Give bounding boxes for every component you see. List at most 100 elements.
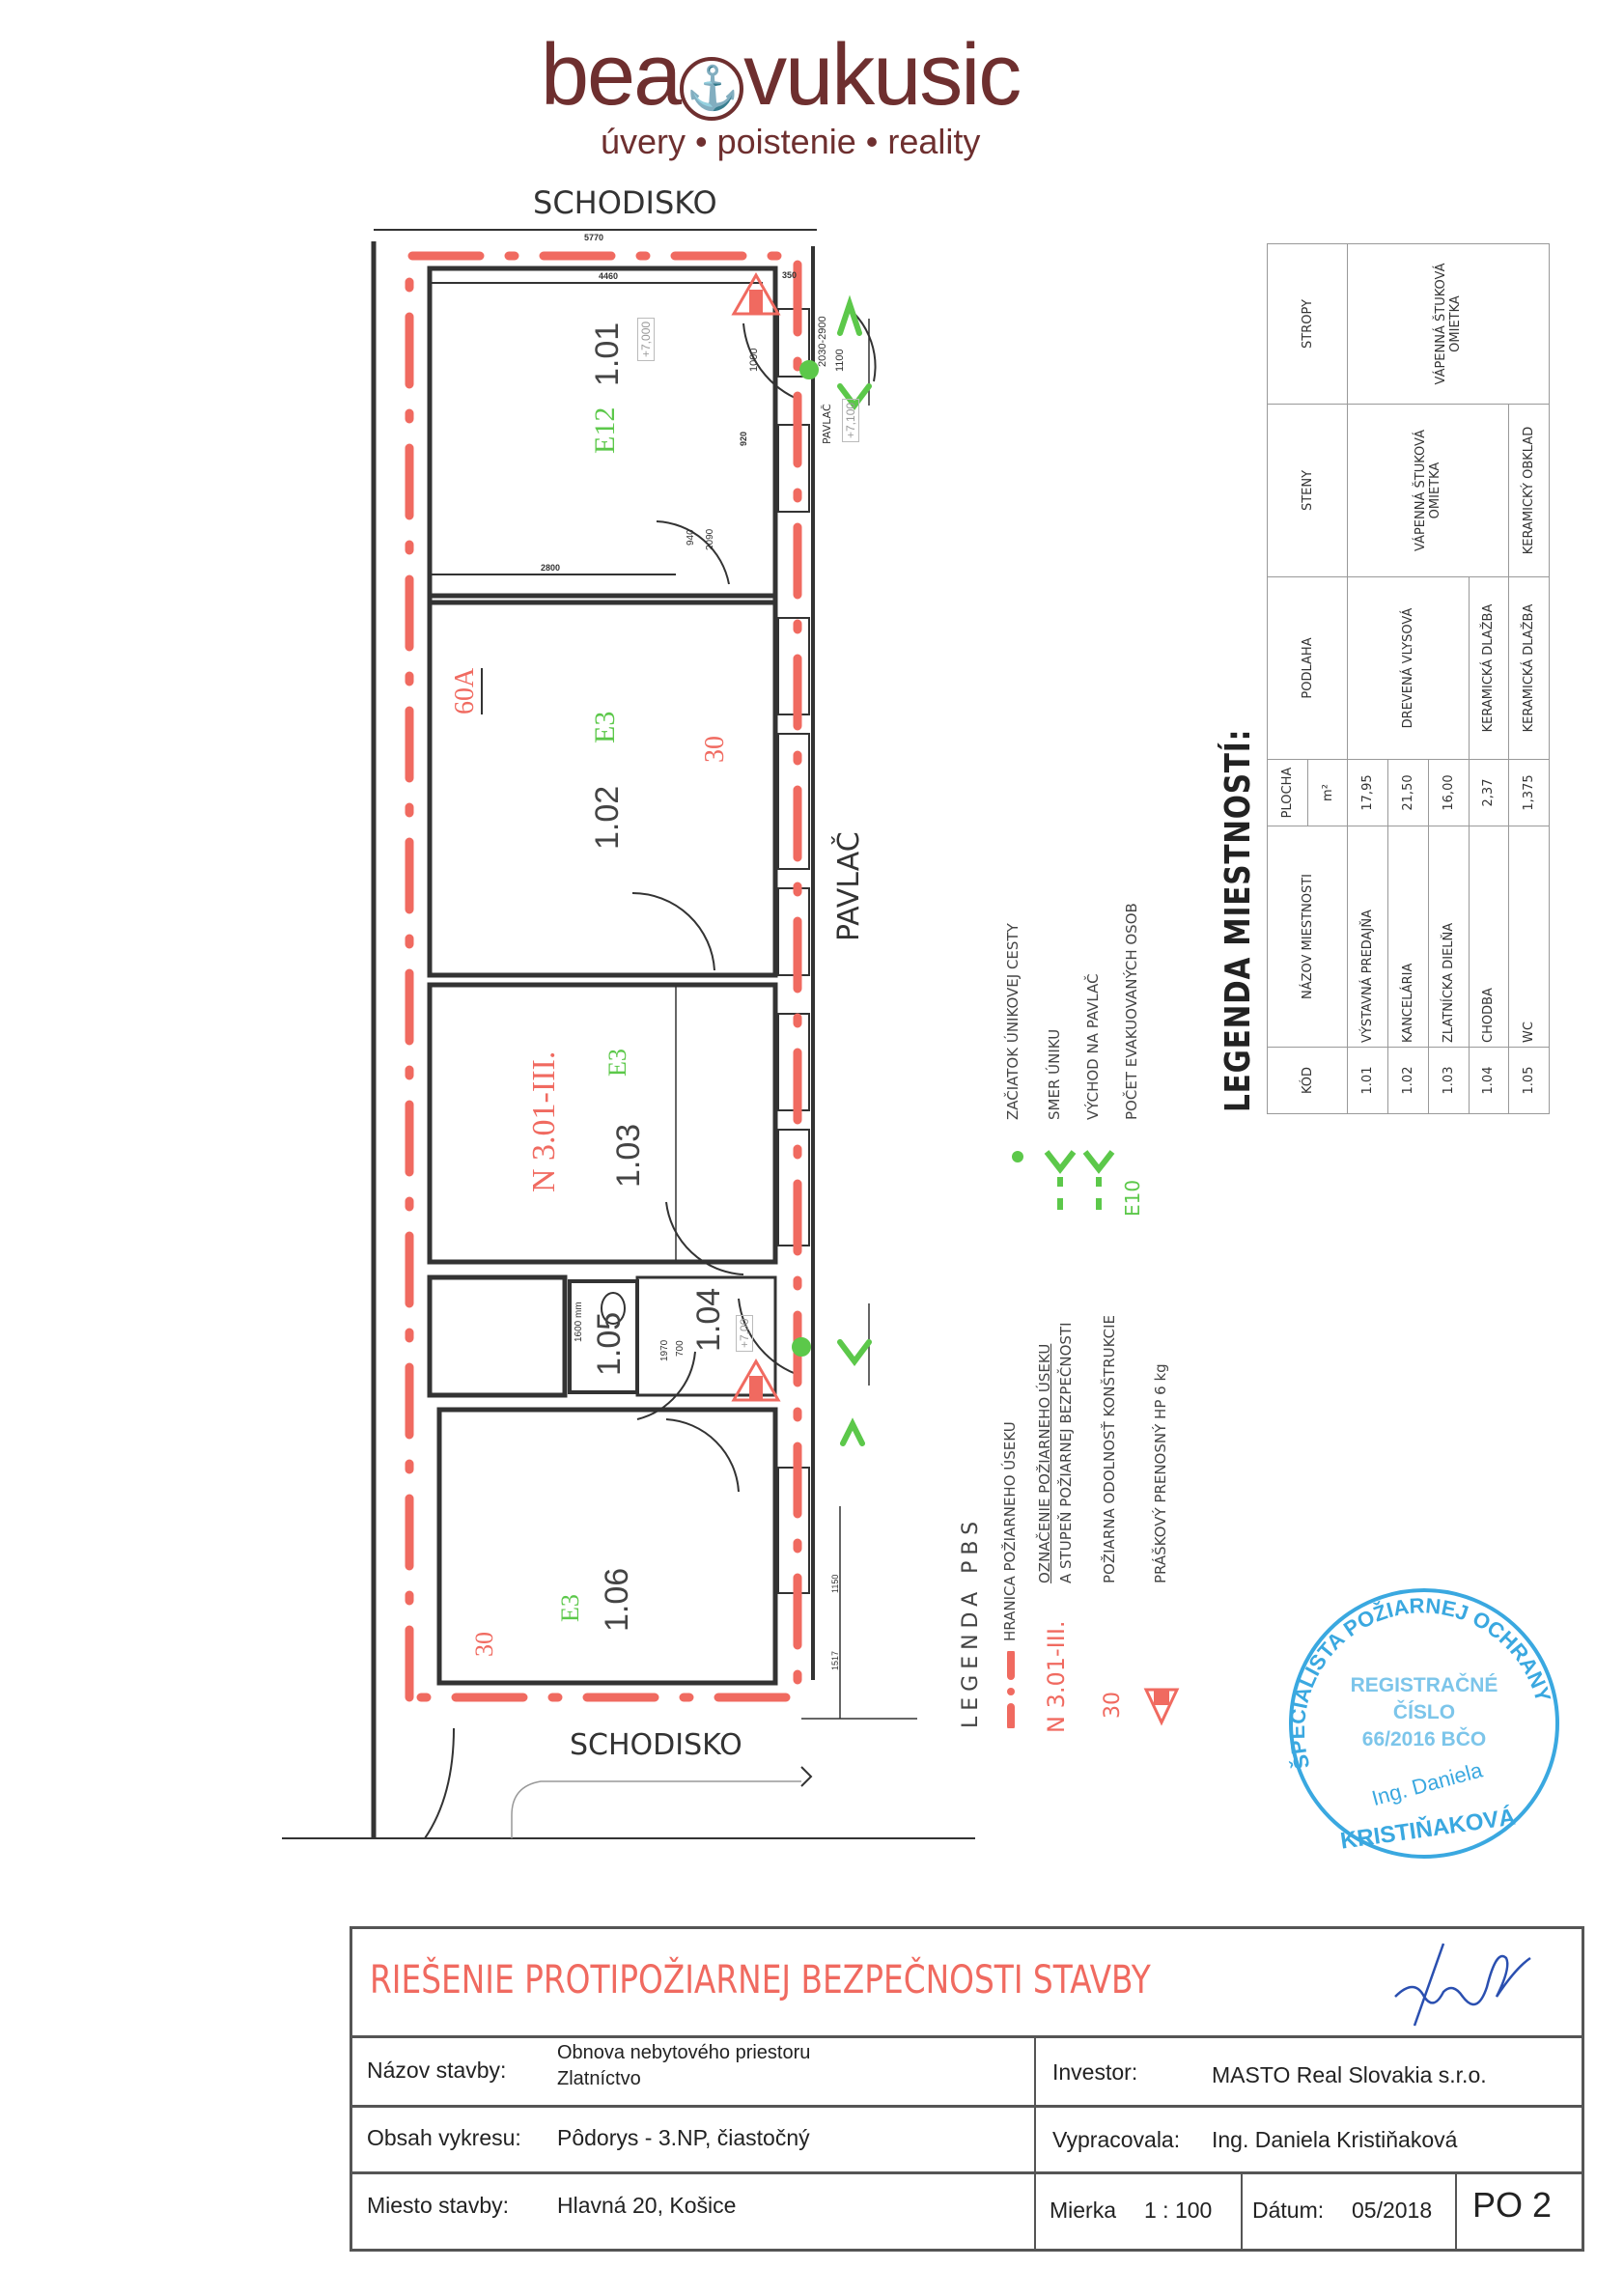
cell-floor: KERAMICKÁ DLAŽBA bbox=[1508, 576, 1550, 760]
dimension-700: 700 bbox=[675, 1340, 686, 1357]
door-arc bbox=[738, 1298, 802, 1377]
room-101-outline bbox=[427, 266, 778, 605]
building-value-line1: Obnova nebytového priestoru bbox=[557, 2042, 811, 2063]
stamp-text: ČÍSLO bbox=[1393, 1700, 1455, 1723]
cell-code: 1.01 bbox=[1347, 1047, 1388, 1114]
drawing-title: RIEŠENIE PROTIPOŽIARNEJ BEZPEČNOSTI STAV… bbox=[370, 1958, 1151, 2002]
scale-label: Mierka bbox=[1050, 2198, 1117, 2223]
cell-area: 1,375 bbox=[1508, 759, 1550, 826]
door-arc bbox=[656, 520, 730, 585]
watermark-tagline: úvery • poistenie • reality bbox=[601, 122, 981, 161]
room-106-outline bbox=[436, 1407, 778, 1686]
cell-area: 17,95 bbox=[1347, 759, 1388, 826]
signature bbox=[1394, 1943, 1531, 2027]
stamp-text: Ing. Daniela bbox=[1369, 1757, 1486, 1810]
title-block: RIEŠENIE PROTIPOŽIARNEJ BEZPEČNOSTI STAV… bbox=[350, 1926, 1584, 2252]
dimension-350: 350 bbox=[782, 270, 798, 280]
stamp-seal: ŠPECIALISTA POŽIARNEJ OCHRANY REGISTRAČN… bbox=[1285, 1588, 1559, 1859]
cell-area: 16,00 bbox=[1428, 759, 1470, 826]
door-arc bbox=[636, 1351, 696, 1420]
dimension-2800: 2800 bbox=[541, 563, 561, 573]
fire-resistance-label: 30 bbox=[470, 1632, 498, 1657]
header-name: NÁZOV MIESTNOSTI bbox=[1267, 826, 1348, 1048]
room-102-outline bbox=[427, 593, 778, 978]
fire-specialist-stamp: ŠPECIALISTA POŽIARNEJ OCHRANY REGISTRAČN… bbox=[1279, 1583, 1569, 1878]
cell-name: WC bbox=[1508, 826, 1550, 1048]
cell-code: 1.02 bbox=[1387, 1047, 1429, 1114]
building-label: Názov stavby: bbox=[367, 2058, 507, 2083]
escape-start-icon bbox=[799, 360, 819, 379]
pbs-legend: LEGENDA PBS HRANICA POŽIARNEHO ÚSEKU N 3… bbox=[951, 850, 1202, 1738]
room-legend-table: KÓD NÁZOV MIESTNOSTI PLOCHA PODLAHA STEN… bbox=[1267, 243, 1550, 1114]
room-number: 1.05 bbox=[591, 1311, 628, 1376]
legend-item-text: HRANICA POŽIARNEHO ÚSEKU bbox=[1001, 1421, 1019, 1641]
dimension-1970: 1970 bbox=[659, 1339, 670, 1361]
cell-name: ZLATNÍCKA DIELŇA bbox=[1428, 826, 1470, 1048]
author-value: Ing. Daniela Kristiňaková bbox=[1212, 2127, 1458, 2152]
escape-arrow-icon bbox=[1044, 1150, 1077, 1210]
room-number: 1.01 bbox=[589, 322, 626, 386]
stair-label-bottom: SCHODISKO bbox=[570, 1728, 742, 1762]
legend-symbol: 30 bbox=[1101, 1692, 1125, 1719]
cell-ceiling: VÁPENNÁ ŠTUKOVÁ OMIETKA bbox=[1347, 243, 1550, 405]
header-unit: m² bbox=[1307, 759, 1348, 826]
content-label: Obsah vykresu: bbox=[367, 2125, 521, 2150]
cell-area: 2,37 bbox=[1469, 759, 1509, 826]
date-label: Dátum: bbox=[1252, 2198, 1325, 2223]
door-arc bbox=[631, 891, 715, 971]
room-104-outline bbox=[635, 1275, 777, 1397]
building-value-line2: Zlatníctvo bbox=[557, 2068, 641, 2089]
toilet-icon bbox=[601, 1292, 626, 1325]
escape-arrow-icon bbox=[840, 1417, 865, 1446]
gallery-label-small: PAVLAČ bbox=[821, 404, 833, 444]
scale-value: 1 : 100 bbox=[1144, 2198, 1213, 2223]
room-number: 1.03 bbox=[610, 1123, 647, 1188]
gallery-label: PAVLAČ bbox=[832, 831, 866, 941]
escape-arrow-icon bbox=[837, 383, 872, 410]
fire-extinguisher-icon bbox=[1143, 1688, 1180, 1726]
stamp-text: REGISTRAČNÉ bbox=[1351, 1673, 1498, 1696]
door-arc bbox=[742, 322, 802, 402]
legend-item-text: PRÁŠKOVÝ PRENOSNÝ HP 6 kg bbox=[1152, 1363, 1169, 1583]
door-arc bbox=[665, 1201, 744, 1275]
sheet-number: PO 2 bbox=[1472, 2185, 1553, 2225]
cell-code: 1.05 bbox=[1508, 1047, 1550, 1114]
fire-section-label: N 3.01-III. bbox=[526, 1050, 562, 1192]
boundary-line-symbol bbox=[1007, 1651, 1015, 1728]
legend-item-text: SMER ÚNIKU bbox=[1046, 1028, 1063, 1120]
fire-resistance-label: 30 bbox=[700, 736, 730, 763]
cell-name: VÝSTAVNÁ PREDAJŇA bbox=[1347, 826, 1388, 1048]
stamp-text: 66/2016 BČO bbox=[1362, 1727, 1486, 1750]
legend-item-text: A STUPEŇ POŽIARNEJ BEZPEČNOSTI bbox=[1057, 1322, 1075, 1583]
evacuees-count: E3 bbox=[589, 711, 621, 743]
evacuees-count: E12 bbox=[589, 406, 621, 454]
escape-arrow-icon bbox=[837, 294, 862, 336]
stamp-text: KRISTIŇAKOVÁ bbox=[1338, 1804, 1517, 1855]
level-mark: +7,00 bbox=[736, 1314, 753, 1352]
place-label: Miesto stavby: bbox=[367, 2193, 509, 2218]
content-value: Pôdorys - 3.NP, čiastočný bbox=[557, 2125, 810, 2150]
evacuees-count: E3 bbox=[556, 1594, 584, 1622]
cell-walls: VÁPENNÁ ŠTUKOVÁ OMIETKA bbox=[1347, 404, 1509, 577]
cell-name: KANCELÁRIA bbox=[1387, 826, 1429, 1048]
investor-label: Investor: bbox=[1052, 2059, 1138, 2085]
dimension-1600: 1600 mm bbox=[574, 1302, 584, 1342]
cell-floor: DREVENÁ VLYSOVÁ bbox=[1347, 576, 1470, 760]
header-floor: PODLAHA bbox=[1267, 576, 1348, 760]
dimension-940: 940 bbox=[686, 529, 696, 546]
anchor-icon: ⚓ bbox=[680, 57, 744, 121]
door-arc bbox=[665, 1418, 740, 1493]
cell-area: 21,50 bbox=[1387, 759, 1429, 826]
legend-item-text: POČET EVAKUOVANÝCH OSOB bbox=[1123, 903, 1140, 1120]
watermark-brand-left: bea bbox=[541, 27, 682, 124]
room-103-outline bbox=[427, 982, 778, 1265]
pbs-legend-title: LEGENDA PBS bbox=[959, 1515, 983, 1728]
investor-value: MASTO Real Slovakia s.r.o. bbox=[1212, 2062, 1487, 2087]
date-value: 05/2018 bbox=[1352, 2198, 1433, 2223]
legend-item-text: ZAČIATOK ÚNIKOVEJ CESTY bbox=[1004, 923, 1022, 1120]
exit-to-gallery-icon bbox=[1082, 1150, 1115, 1210]
dimension-1000: 1000 bbox=[748, 348, 760, 372]
room-number: 1.02 bbox=[589, 785, 626, 850]
legend-item-text: OZNAČENIE POŽIARNEHO ÚSEKU bbox=[1036, 1343, 1053, 1583]
